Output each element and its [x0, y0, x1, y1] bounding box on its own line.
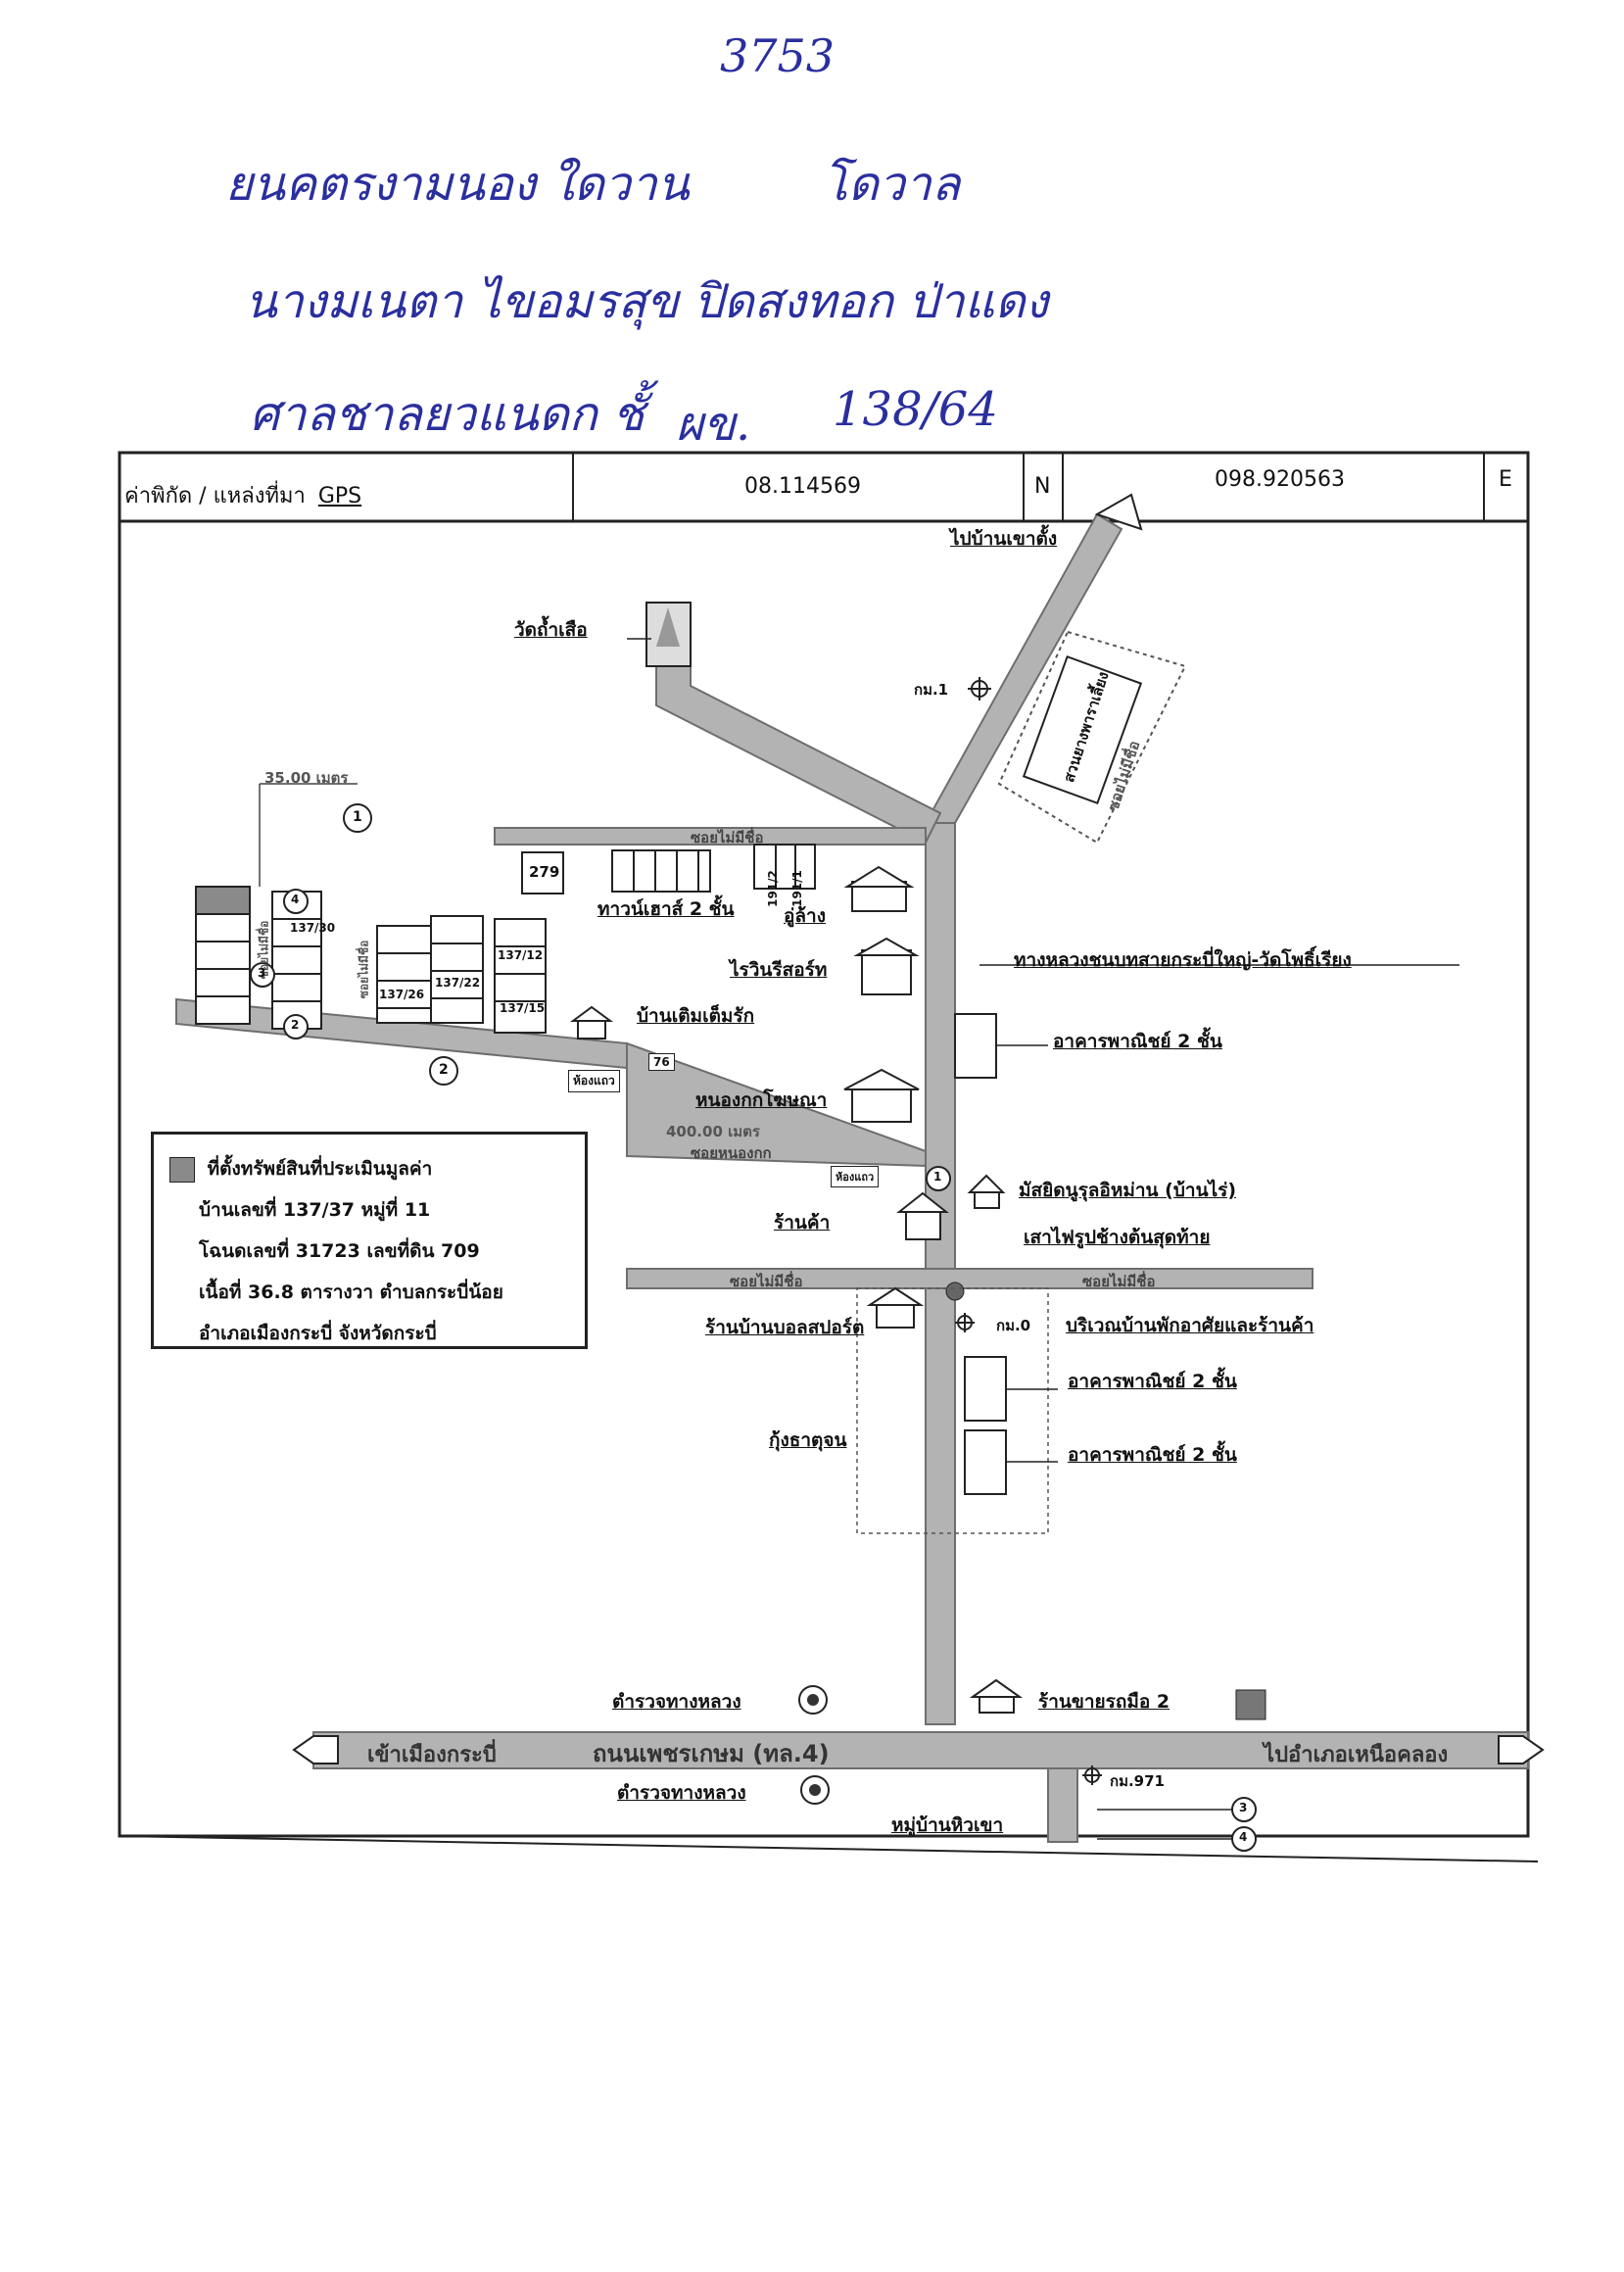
legend-house: บ้านเลขที่ 137/37 หมู่ที่ 11	[199, 1199, 431, 1221]
legend-title-row: ที่ตั้งทรัพย์สินที่ประเมินมูลค่า	[169, 1154, 569, 1184]
longitude-value: 098.920563	[1215, 467, 1345, 492]
label-police-2: ตำรวจทางหลวง	[617, 1782, 746, 1804]
townhouse-row	[611, 844, 816, 893]
soi-horizontal	[626, 1268, 1314, 1289]
plot-137-12-label: 137/12	[498, 948, 544, 962]
lat-direction: N	[1034, 474, 1051, 499]
label-soi-vertical-b: ซอยไม่มีชื่อ	[357, 940, 371, 999]
circle-2a-label: 2	[291, 1018, 300, 1032]
latitude-value: 08.114569	[744, 474, 861, 499]
label-village-hio-khao: หมู่บ้านหิวเขา	[891, 1814, 1004, 1836]
building-icons	[569, 865, 1024, 1714]
plot-137-30-label: 137/30	[290, 921, 336, 935]
arrow-top-khao-tang	[1094, 493, 1143, 531]
road-to-wat	[655, 646, 942, 845]
plot-279-label: 279	[529, 863, 560, 881]
label-to-nuea-khlong: ไปอำเภอเหนือคลอง	[1264, 1743, 1449, 1767]
numbered-markers	[250, 803, 1257, 1852]
label-kung-that-chon: กุ้งธาตุจน	[769, 1429, 847, 1451]
plot-137-26-label: 137/26	[379, 988, 425, 1001]
legend-area: เนื้อที่ 36.8 ตารางวา ตำบลกระบี่น้อย	[199, 1281, 503, 1303]
label-soi-left: ซอยไม่มีชื่อ	[730, 1273, 803, 1290]
label-phetkasem-road: ถนนเพชรเกษม (ทล.4)	[593, 1740, 830, 1767]
legend-deed: โฉนดเลขที่ 31723 เลขที่ดิน 709	[199, 1240, 480, 1262]
label-scale-35: 35.00 เมตร	[264, 769, 349, 787]
circle-4b-label: 4	[1239, 1830, 1248, 1844]
legend-title: ที่ตั้งทรัพย์สินที่ประเมินมูลค่า	[207, 1158, 433, 1180]
label-used-car: ร้านขายรถมือ 2	[1038, 1691, 1170, 1713]
rubber-plantation-area	[997, 630, 1187, 845]
left-plots	[195, 886, 547, 1034]
arrow-left-highway	[292, 1735, 339, 1764]
label-to-khao-tang: ไปบ้านเขาตั้ง	[950, 528, 1058, 550]
plot-137-15-label: 137/15	[500, 1001, 546, 1015]
subject-plot-swatch	[169, 1156, 195, 1183]
label-rural-road: ทางหลวงชนบทสายกระบี่ใหญ่-วัดโพธิ์เรียง	[1014, 949, 1352, 971]
label-scale-400: 400.00 เมตร	[666, 1123, 760, 1140]
label-soi-top: ซอยไม่มีชื่อ	[691, 829, 764, 846]
arrow-right-highway	[1498, 1735, 1545, 1764]
label-hong-thaeo-2: ห้องแถว	[831, 1166, 880, 1187]
circle-3-label: 3	[258, 966, 266, 980]
label-km1: กม.1	[914, 681, 949, 699]
label-resort: ไรวินรีสอร์ท	[730, 959, 828, 981]
circle-1b-label: 1	[933, 1170, 942, 1184]
road-south	[1047, 1767, 1078, 1843]
label-km971: กม.971	[1110, 1772, 1165, 1790]
handwritten-line3-right: 138/64	[833, 382, 998, 437]
label-to-krabi-town: เข้าเมืองกระบี่	[367, 1743, 497, 1767]
circle-2b-label: 2	[439, 1062, 449, 1078]
circle-3b-label: 3	[1239, 1801, 1248, 1814]
handwritten-line3-left: ศาลชาลยวแนดก ชั้	[250, 387, 645, 442]
label-shop: ร้านค้า	[774, 1212, 831, 1233]
used-car-shop-square	[1235, 1689, 1266, 1720]
commercial-c-box	[964, 1429, 1007, 1495]
last-pole-marker	[945, 1281, 965, 1301]
label-ban-toem-tem-rak: บ้านเติมเต็มรัก	[637, 1005, 755, 1027]
legend-district: อำเภอเมืองกระบี่ จังหวัดกระบี่	[199, 1323, 437, 1344]
legend-box: ที่ตั้งทรัพย์สินที่ประเมินมูลค่า บ้านเลข…	[151, 1132, 588, 1349]
map-frame	[118, 451, 1530, 1838]
label-mosque: มัสยิดนูรุลอิหม่าน (บ้านไร่)	[1019, 1180, 1237, 1201]
plot-191-2-label: 191/2	[765, 870, 780, 907]
label-car-garage: อู่ล้าง	[784, 905, 827, 927]
commercial-a-box	[954, 1013, 997, 1079]
label-house-76: 76	[648, 1053, 675, 1071]
handwritten-line1-left: ยนคตรงามนอง ใดวาน	[225, 157, 690, 212]
road-to-khao-tang	[924, 512, 1123, 824]
label-police-1: ตำรวจทางหลวง	[612, 1691, 741, 1713]
coord-label: ค่าพิกัด / แหล่งที่มา GPS	[124, 484, 362, 508]
lon-direction: E	[1499, 467, 1512, 492]
label-km0: กม.0	[996, 1317, 1031, 1334]
nong-kok-building	[851, 1087, 912, 1123]
plot-279	[521, 851, 564, 894]
residence-dotted-area	[856, 1287, 1049, 1534]
handwritten-line1-right: โดวาล	[823, 157, 961, 212]
soi-nong-kok	[626, 1041, 927, 1168]
plot-137-22-label: 137/22	[435, 976, 481, 990]
circle-4-label: 4	[291, 893, 300, 906]
commercial-b-box	[964, 1356, 1007, 1422]
label-townhouse: ทาวน์เฮาส์ 2 ชั้น	[597, 898, 735, 920]
label-commercial-a: อาคารพาณิชย์ 2 ชั้น	[1053, 1031, 1222, 1052]
label-nong-kok: หนองกกโฆษณา	[695, 1089, 828, 1111]
coord-source: GPS	[317, 484, 362, 508]
label-residence-area: บริเวณบ้านพักอาศัยและร้านค้า	[1066, 1315, 1314, 1336]
label-commercial-c: อาคารพาณิชย์ 2 ชั้น	[1068, 1444, 1237, 1466]
label-soi-right: ซอยไม่มีชื่อ	[1082, 1273, 1156, 1290]
label-hong-thaeo-1: ห้องแถว	[568, 1070, 620, 1092]
label-commercial-b: อาคารพาณิชย์ 2 ชั้น	[1068, 1371, 1237, 1392]
stamp-number: 3753	[720, 29, 836, 82]
handwritten-line2: นางมเนตา ไขอมรสุข ปิดสงทอก ป่าแดง	[245, 274, 1049, 329]
soi-top	[494, 827, 927, 846]
label-wat-tham-suea: วัดถ้ำเสือ	[514, 619, 588, 641]
handwritten-line3-mid: ผข.	[676, 397, 751, 452]
label-soi-nong-kok: ซอยหนองกก	[691, 1144, 772, 1162]
circle-1-label: 1	[353, 809, 362, 825]
label-bolsport: ร้านบ้านบอลสปอร์ต	[705, 1317, 865, 1338]
label-last-pole: เสาไฟรูปช้างต้นสุดท้าย	[1024, 1227, 1211, 1248]
